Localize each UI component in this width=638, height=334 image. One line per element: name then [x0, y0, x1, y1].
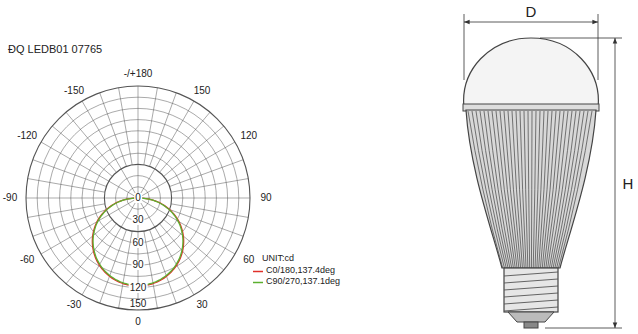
- grid-spoke: [119, 88, 133, 165]
- grid-spoke: [52, 126, 112, 176]
- fin-line: [528, 111, 530, 268]
- grid-spoke: [160, 112, 210, 172]
- angle-label: 90: [260, 193, 271, 203]
- fin-line: [508, 111, 521, 268]
- legend-text: C0/180,137.4deg: [252, 266, 340, 277]
- fin-line: [472, 111, 504, 268]
- dimension-label: H: [623, 176, 634, 191]
- thread-line: [504, 286, 558, 290]
- intensity-curve: [93, 198, 183, 285]
- led-bulb: [463, 38, 599, 328]
- angle-label: 150: [194, 86, 211, 96]
- scale-label: 60: [131, 238, 144, 248]
- fin-line: [553, 111, 580, 268]
- thread-line: [504, 293, 558, 297]
- angle-label: 120: [241, 131, 258, 141]
- legend-sample: [253, 271, 263, 273]
- legend-sample: [253, 282, 263, 284]
- fin-line: [488, 111, 512, 268]
- grid-spoke: [52, 220, 112, 270]
- fin-line: [531, 111, 533, 268]
- grid-spoke: [149, 93, 176, 167]
- dimension-label: D: [526, 4, 537, 19]
- grid-spoke: [144, 88, 158, 165]
- bulb-globe: [464, 38, 599, 108]
- legend-text: C90/270,137.1deg: [252, 277, 340, 288]
- fin-line: [516, 111, 524, 268]
- angle-label: -120: [17, 131, 37, 141]
- bulb-body: [466, 110, 596, 268]
- intensity-curves: [92, 198, 183, 286]
- angle-label: -60: [20, 255, 34, 265]
- fin-line: [544, 111, 560, 268]
- heat-fins: [468, 111, 592, 268]
- base-insulator: [508, 312, 554, 322]
- angle-label: -/+180: [124, 69, 153, 79]
- grid-spoke: [33, 160, 107, 187]
- angle-label: -30: [67, 300, 81, 310]
- grid-spoke: [82, 101, 138, 198]
- thread-line: [504, 300, 558, 304]
- grid-spoke: [164, 220, 224, 270]
- grid-spoke: [26, 198, 138, 199]
- screw-base: [504, 268, 558, 312]
- grid-spoke: [100, 230, 127, 304]
- grid-spoke: [171, 179, 248, 193]
- grid-spoke: [28, 204, 105, 218]
- angle-label: -150: [64, 86, 84, 96]
- grid-spoke: [170, 209, 244, 236]
- legend-samples: [253, 272, 263, 283]
- grid-spoke: [138, 142, 235, 198]
- grid-spoke: [164, 126, 224, 176]
- fin-line: [558, 111, 592, 268]
- chart-title: ĐQ LEDB01 07765: [8, 44, 102, 55]
- grid-spoke: [138, 198, 250, 199]
- angle-label: 60: [243, 255, 254, 265]
- grid-spoke: [33, 209, 107, 236]
- grid-spoke: [138, 86, 139, 198]
- scale-label: 0: [134, 193, 142, 203]
- fin-line: [551, 111, 576, 268]
- grid-spoke: [66, 112, 116, 172]
- angle-label: 0: [135, 317, 141, 327]
- polar-grid: [26, 86, 250, 310]
- grid-spoke: [28, 179, 105, 193]
- intensity-curve: [92, 198, 183, 286]
- grid-spoke: [41, 198, 138, 254]
- dimension-lines: [464, 14, 622, 328]
- grid-spoke: [171, 204, 248, 218]
- legend: C0/180,137.4degC90/270,137.1deg: [252, 266, 340, 288]
- fin-line: [520, 111, 526, 268]
- thread-line: [504, 272, 558, 276]
- grid-ring: [26, 86, 250, 310]
- grid-spoke: [149, 230, 176, 304]
- fin-line: [555, 111, 584, 268]
- angle-label: -90: [3, 193, 17, 203]
- fin-line: [539, 111, 548, 268]
- grid-spoke: [100, 93, 127, 167]
- screw-threads: [504, 272, 558, 311]
- thread-line: [504, 307, 558, 311]
- fin-line: [468, 111, 503, 268]
- fin-line: [557, 111, 588, 268]
- fin-line: [500, 111, 517, 268]
- grid-spoke: [144, 231, 158, 308]
- grid-spoke: [119, 231, 133, 308]
- fin-line: [546, 111, 564, 268]
- fin-line: [480, 111, 508, 268]
- scale-label: 150: [129, 299, 148, 309]
- thread-line: [504, 279, 558, 283]
- fin-line: [524, 111, 528, 268]
- scale-label: 90: [131, 260, 144, 270]
- base-tip: [524, 322, 538, 328]
- scale-label: 30: [131, 215, 144, 225]
- unit-label: UNIT:cd: [262, 254, 294, 263]
- angle-label: 30: [196, 300, 207, 310]
- scale-label: 120: [129, 283, 148, 293]
- grid-spoke: [138, 198, 194, 295]
- grid-spoke: [170, 160, 244, 187]
- fin-line: [535, 111, 540, 268]
